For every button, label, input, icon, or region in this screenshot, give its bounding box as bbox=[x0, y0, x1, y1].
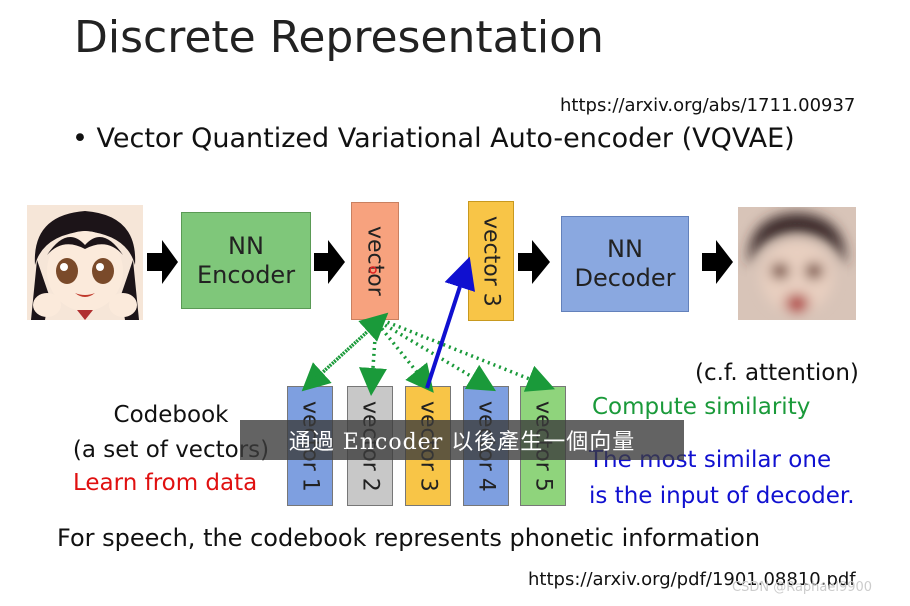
similarity-arrow-3 bbox=[376, 322, 434, 393]
arrow-decoder-to-output bbox=[702, 240, 733, 284]
decoder-label-line1: NN bbox=[607, 235, 643, 264]
bullet-vqvae: • Vector Quantized Variational Auto-enco… bbox=[72, 123, 795, 154]
compute-similarity-note: Compute similarity bbox=[592, 394, 811, 420]
encoder-label-line1: NN bbox=[228, 231, 264, 260]
similarity-arrow-4 bbox=[379, 320, 497, 392]
most-similar-line2: is the input of decoder. bbox=[589, 483, 855, 509]
decoder-label-line2: Decoder bbox=[574, 264, 676, 292]
encoder-output-vector-label: vector bbox=[362, 226, 388, 296]
video-subtitle-caption: 通過 Encoder 以後產生一個向量 bbox=[240, 420, 684, 460]
input-image bbox=[27, 205, 143, 320]
arrow-encoder-to-vector bbox=[314, 240, 345, 284]
arrow-vector3-to-decoder bbox=[518, 240, 550, 284]
similarity-arrow-5 bbox=[381, 318, 555, 392]
encoder-output-vector: vector bbox=[351, 202, 399, 320]
arrow-image-to-encoder bbox=[147, 240, 178, 284]
codebook-label-line2: (a set of vectors) bbox=[72, 437, 270, 463]
selected-vector-label: vector 3 bbox=[478, 215, 504, 307]
selected-vector-3: vector 3 bbox=[468, 201, 514, 321]
slide-title: Discrete Representation bbox=[74, 12, 604, 63]
similarity-arrow-2 bbox=[358, 323, 387, 396]
reference-url-top: https://arxiv.org/abs/1711.00937 bbox=[560, 95, 856, 116]
codebook-label: Codebook (a set of vectors) bbox=[71, 398, 271, 468]
csdn-watermark: CSDN @Raphael9900 bbox=[732, 580, 873, 595]
encoder-label-line2: Encoder bbox=[196, 260, 296, 289]
output-image bbox=[738, 207, 856, 320]
note-attention: (c.f. attention) bbox=[695, 360, 859, 386]
learn-from-data-note: Learn from data bbox=[73, 470, 258, 496]
codebook-label-line1: Codebook bbox=[113, 402, 229, 428]
reference-url-bottom: https://arxiv.org/pdf/1901.08810.pdf bbox=[528, 569, 856, 590]
speech-note: For speech, the codebook represents phon… bbox=[57, 524, 761, 552]
selection-arrow bbox=[425, 256, 476, 389]
encoder-vector-dot bbox=[369, 266, 377, 274]
